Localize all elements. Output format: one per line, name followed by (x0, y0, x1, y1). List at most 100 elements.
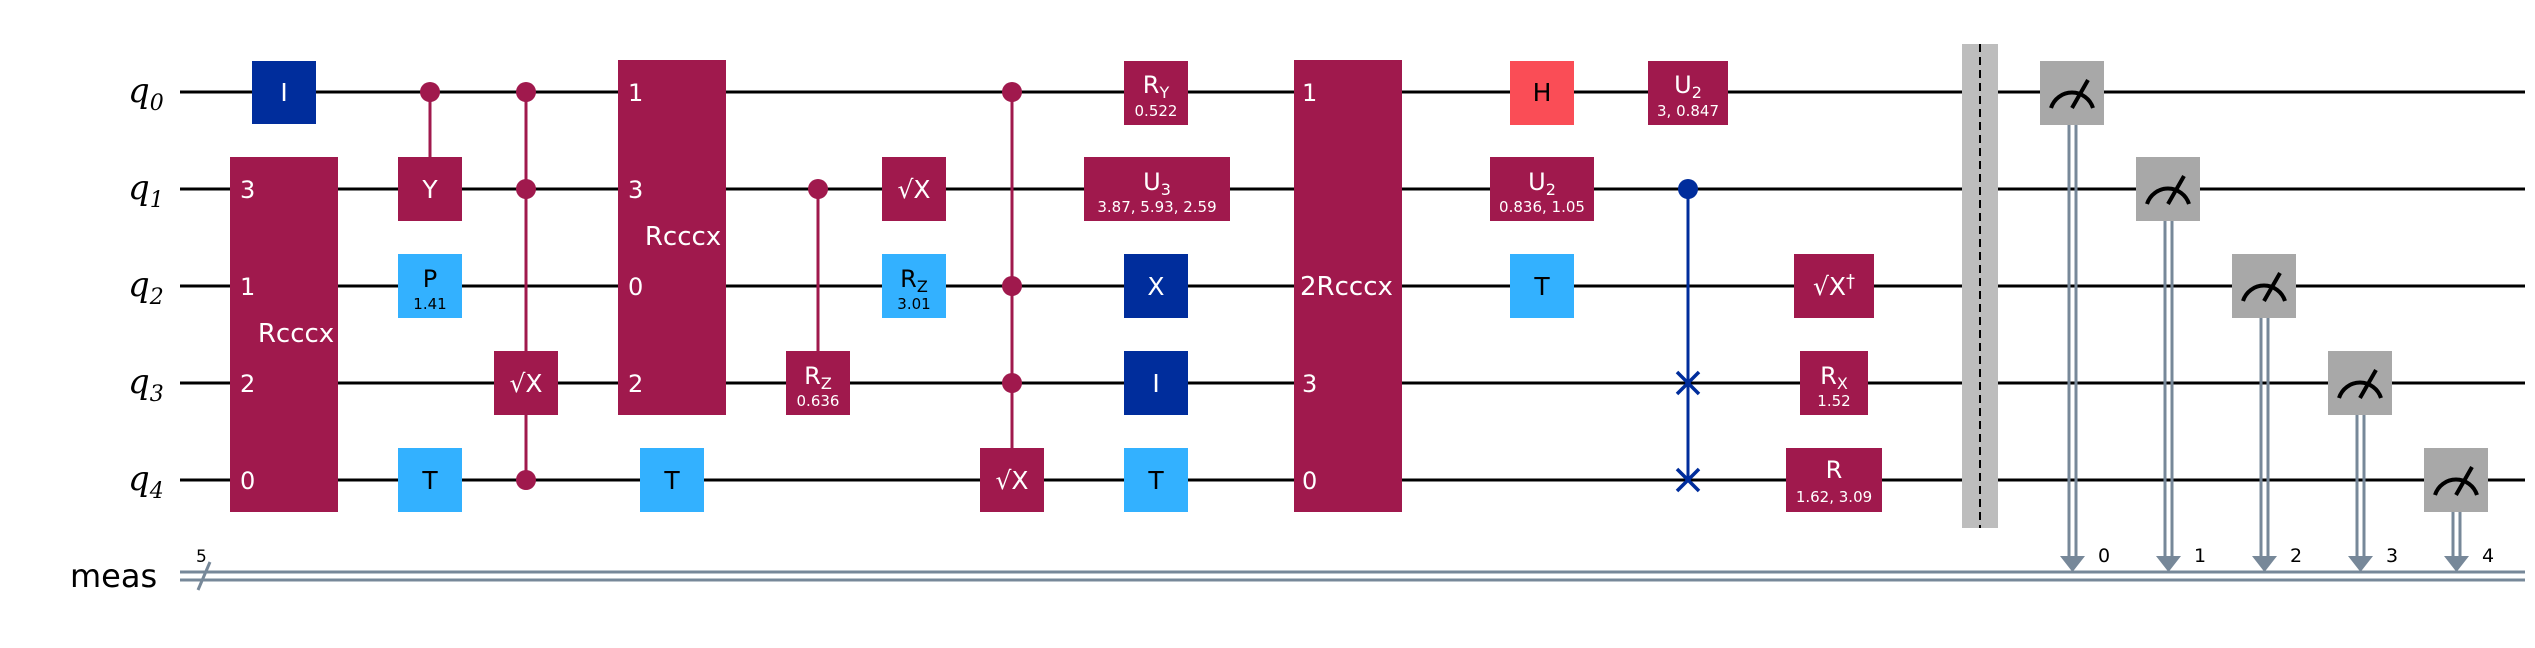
classical-wire: 5 (180, 547, 2525, 591)
gate-sxdg-q2: √X† (1794, 254, 1874, 318)
control-dot (516, 470, 536, 490)
gate-rz-q2: RZ 3.01 (882, 254, 946, 318)
creg-size: 5 (196, 547, 207, 567)
svg-text:I: I (1152, 369, 1159, 398)
svg-text:3.01: 3.01 (897, 295, 930, 313)
measure-q0: 0 (2040, 61, 2110, 572)
swap-cross-q4 (1675, 467, 1701, 493)
svg-text:√X†: √X† (1813, 271, 1855, 301)
measure-q2: 2 (2232, 254, 2302, 572)
svg-text:0.836, 1.05: 0.836, 1.05 (1499, 198, 1585, 216)
bus-slash (196, 561, 212, 591)
svg-text:0: 0 (240, 467, 255, 495)
svg-text:2: 2 (628, 370, 643, 398)
gate-rcccx-2: 1 3 0 2 Rcccx (618, 60, 726, 415)
svg-text:T: T (663, 466, 680, 495)
svg-text:0: 0 (1302, 467, 1317, 495)
gate-ry-q0: RY 0.522 (1124, 61, 1188, 125)
gate-cy: Y (398, 82, 462, 221)
svg-text:1: 1 (1302, 79, 1317, 107)
svg-text:1.52: 1.52 (1817, 392, 1850, 410)
svg-text:RX: RX (1820, 362, 1848, 393)
control-dot (1002, 373, 1022, 393)
qubit-label-2: q2 (128, 265, 164, 310)
gate-r-q4: R 1.62, 3.09 (1786, 448, 1882, 512)
svg-text:3.87, 5.93, 2.59: 3.87, 5.93, 2.59 (1097, 198, 1216, 216)
gate-sx-q1: √X (882, 157, 946, 221)
qubit-label-0: q0 (128, 71, 164, 116)
control-dot (808, 179, 828, 199)
svg-text:RZ: RZ (900, 265, 928, 296)
control-dot (1678, 179, 1698, 199)
svg-text:I: I (280, 78, 287, 107)
svg-text:√X: √X (897, 175, 930, 204)
svg-text:Rcccx: Rcccx (645, 222, 721, 252)
measure-bit-1: 1 (2194, 545, 2206, 567)
svg-text:R: R (1826, 456, 1843, 484)
svg-text:U3: U3 (1143, 168, 1171, 199)
measure-q1: 1 (2136, 157, 2206, 572)
svg-text:3, 0.847: 3, 0.847 (1657, 102, 1719, 120)
svg-text:H: H (1533, 78, 1552, 107)
svg-text:U2: U2 (1674, 71, 1702, 102)
svg-text:1.41: 1.41 (413, 295, 446, 313)
meter-icon (2145, 186, 2191, 205)
svg-text:3: 3 (240, 176, 255, 204)
svg-text:0: 0 (628, 273, 643, 301)
svg-text:1: 1 (628, 79, 643, 107)
svg-text:P: P (423, 265, 437, 293)
gate-t-q2: T (1510, 254, 1574, 318)
barrier (1962, 44, 1998, 528)
gate-cswap (1675, 179, 1701, 493)
svg-text:1: 1 (240, 273, 255, 301)
svg-text:2Rcccx: 2Rcccx (1300, 272, 1393, 302)
qubit-label-3: q3 (128, 362, 164, 407)
control-dot (420, 82, 440, 102)
gate-mcsx: √X (980, 82, 1044, 512)
measure-bit-0: 0 (2098, 545, 2110, 567)
gate-t-q4-c: T (1124, 448, 1188, 512)
svg-text:√X: √X (509, 369, 542, 398)
creg-label: meas (70, 557, 157, 595)
gate-x-q2: X (1124, 254, 1188, 318)
svg-text:1.62, 3.09: 1.62, 3.09 (1796, 488, 1872, 506)
meter-icon (2241, 283, 2287, 302)
control-dot (1002, 82, 1022, 102)
gate-rcccx-3: 1 3 0 2Rcccx (1294, 60, 1402, 512)
control-dot (516, 82, 536, 102)
svg-text:U2: U2 (1528, 168, 1556, 199)
swap-cross-q3 (1675, 370, 1701, 396)
gate-i-q0: I (252, 61, 316, 124)
svg-text:T: T (1533, 272, 1550, 301)
svg-text:RZ: RZ (804, 362, 832, 393)
gate-u3-q1: U3 3.87, 5.93, 2.59 (1084, 157, 1230, 221)
gate-p-q2: P 1.41 (398, 254, 462, 318)
measure-bit-4: 4 (2482, 545, 2494, 567)
gate-csx: √X (494, 82, 558, 490)
control-dot (516, 179, 536, 199)
qubit-labels: q0 q1 q2 q3 q4 meas (70, 71, 164, 595)
svg-text:T: T (421, 466, 438, 495)
svg-text:X: X (1147, 272, 1164, 301)
meter-icon (2433, 477, 2479, 496)
svg-text:2: 2 (240, 370, 255, 398)
gate-t-q4-a: T (398, 448, 462, 512)
gate-h-q0: H (1510, 61, 1574, 125)
control-dot (1002, 276, 1022, 296)
gate-u2-q1: U2 0.836, 1.05 (1490, 157, 1594, 221)
svg-text:T: T (1147, 466, 1164, 495)
meter-icon (2049, 90, 2095, 109)
svg-text:√X: √X (995, 466, 1028, 495)
measure-q4: 4 (2424, 448, 2494, 572)
gate-u2-q0: U2 3, 0.847 (1648, 61, 1728, 125)
gate-rcccx-1: 3 1 2 0 Rcccx (230, 157, 338, 512)
gate-i-q3: I (1124, 351, 1188, 415)
svg-text:0.636: 0.636 (797, 392, 840, 410)
measure-bit-3: 3 (2386, 545, 2398, 567)
measure-q3: 3 (2328, 351, 2398, 572)
svg-text:0.522: 0.522 (1135, 102, 1178, 120)
svg-text:RY: RY (1143, 71, 1170, 102)
gate-t-q4-b: T (640, 448, 704, 512)
svg-text:3: 3 (628, 176, 643, 204)
measure-bit-2: 2 (2290, 545, 2302, 567)
